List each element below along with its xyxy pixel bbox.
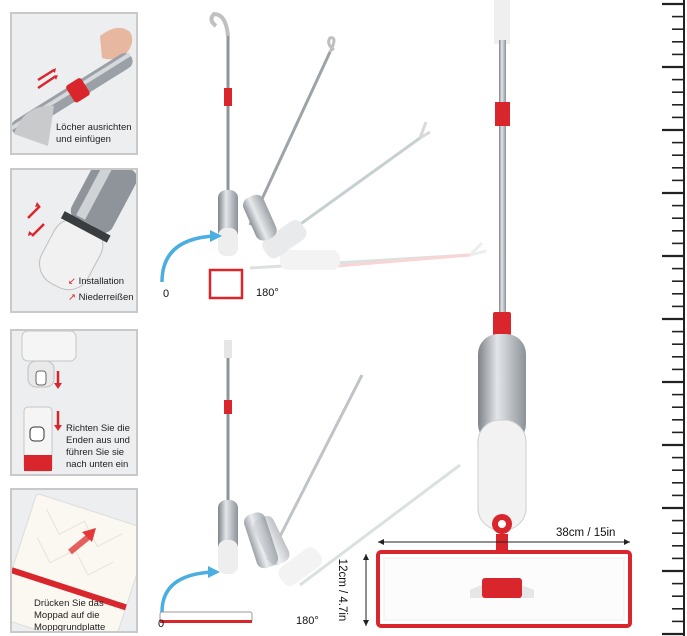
mop-rotation-bottom xyxy=(159,340,461,623)
step-4-caption-line-2: Moppad auf die xyxy=(34,610,100,621)
legend-remove: ↗ Niederreißen xyxy=(68,292,134,303)
rotation-top-start-label: 0 xyxy=(163,288,170,300)
step-1-caption-line-2: und einfügen xyxy=(56,134,111,145)
rotation-top-end-label: 180° xyxy=(256,287,279,299)
step-4-caption-line-3: Moppgrundplatte xyxy=(34,622,106,633)
tank-install-icon xyxy=(12,170,136,311)
step-3-caption-line-2: Enden aus und xyxy=(66,435,130,446)
step-3-caption-line-4: nach unten ein xyxy=(66,459,129,470)
legend-install: ↙ Installation xyxy=(68,276,125,287)
height-dimension-label: 12cm / 4.7in xyxy=(336,558,348,622)
step-panel-4: Drücken Sie das Moppad auf die Moppgrund… xyxy=(10,488,138,633)
step-3-caption-line-1: Richten Sie die xyxy=(66,423,130,434)
pad-press-icon xyxy=(12,490,136,631)
step-4-caption-line-1: Drücken Sie das xyxy=(34,598,104,609)
rotation-bottom-start-label: 0 xyxy=(158,618,165,630)
step-panel-1: Löcher ausrichten und einfügen xyxy=(10,12,138,155)
step-3-caption-line-3: führen Sie sie xyxy=(66,447,125,458)
ruler-scale xyxy=(662,0,685,636)
step-panel-3: Richten Sie die Enden aus und führen Sie… xyxy=(10,329,138,476)
head-connector-icon xyxy=(12,331,136,474)
arrow-down-left-icon: ↙ xyxy=(68,276,76,287)
arrow-up-right-icon: ↗ xyxy=(68,292,76,303)
hand-insert-icon xyxy=(12,14,136,153)
width-dimension-label: 38cm / 15in xyxy=(556,527,616,539)
step-panel-2: ↙ Installation ↗ Niederreißen xyxy=(10,168,138,313)
mop-main-illustration xyxy=(363,0,632,628)
rotation-bottom-end-label: 180° xyxy=(296,615,319,627)
mop-rotation-top xyxy=(160,11,487,300)
step-1-caption-line-1: Löcher ausrichten xyxy=(56,122,132,133)
